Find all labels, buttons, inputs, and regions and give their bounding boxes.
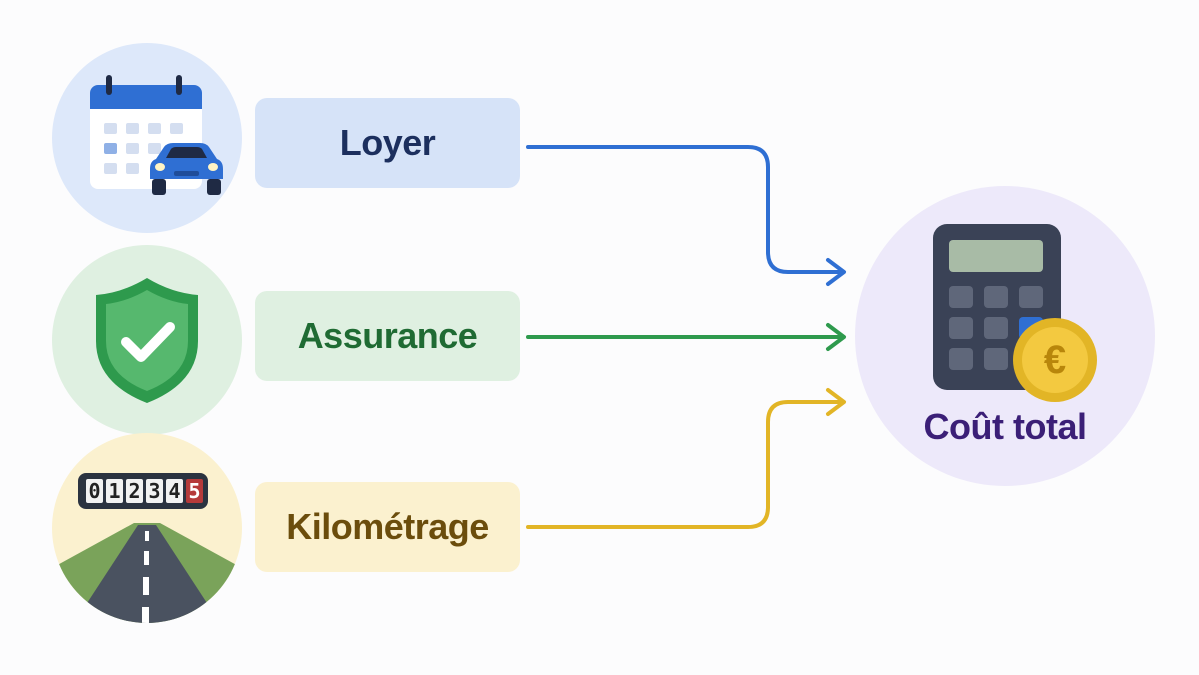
odometer-digit: 5 <box>186 479 203 503</box>
shield-check-icon <box>96 278 198 403</box>
arrow-rent <box>526 145 844 274</box>
calculator-euro-icon <box>933 224 1097 402</box>
rent-icon-circle <box>52 43 242 233</box>
mileage-label: Kilométrage <box>286 506 489 547</box>
total-circle: € <box>855 186 1155 486</box>
arrow-mileage-head <box>826 388 846 416</box>
insurance-label: Assurance <box>297 315 478 356</box>
odometer-road-icon <box>52 473 242 623</box>
euro-symbol: € <box>1043 337 1067 382</box>
rent-label: Loyer <box>339 122 436 163</box>
insurance-icon-circle <box>52 245 242 435</box>
calendar-car-icon <box>90 75 223 195</box>
mileage-label-box: Kilométrage <box>255 482 520 572</box>
odometer-digit: 3 <box>146 479 163 503</box>
odometer-digit: 1 <box>106 479 123 503</box>
arrow-mileage <box>526 400 844 529</box>
mileage-icon-circle: 0 1 2 3 4 5 <box>52 433 242 623</box>
arrow-insurance-head <box>826 323 846 351</box>
odometer-digit: 4 <box>166 479 183 503</box>
insurance-label-box: Assurance <box>255 291 520 381</box>
arrow-rent-head <box>826 258 846 286</box>
odometer-digit: 2 <box>126 479 143 503</box>
total-label: Coût total <box>923 406 1087 447</box>
rent-label-box: Loyer <box>255 98 520 188</box>
odometer-digit: 0 <box>86 479 103 503</box>
odometer-display: 0 1 2 3 4 5 <box>86 479 203 503</box>
